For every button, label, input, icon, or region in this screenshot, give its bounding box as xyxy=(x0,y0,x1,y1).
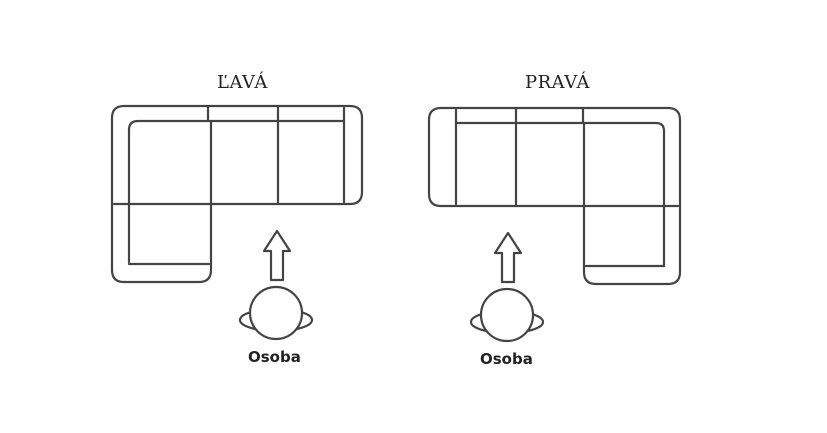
right-person-head xyxy=(479,287,535,343)
right-sofa-outline xyxy=(427,106,682,286)
right-person-label: Osoba xyxy=(480,350,533,368)
left-corner-sofa xyxy=(110,104,364,284)
left-person-head xyxy=(248,285,304,341)
right-variant-title: PRAVÁ xyxy=(525,72,591,93)
right-sofa-backrest-line xyxy=(454,121,666,268)
right-person-icon xyxy=(469,287,545,343)
right-arrow-icon xyxy=(493,231,523,284)
left-variant-title: ĽAVÁ xyxy=(217,72,268,93)
left-person-icon xyxy=(238,285,314,341)
right-corner-sofa xyxy=(427,106,682,286)
left-sofa-outline xyxy=(110,104,364,284)
left-person-label: Osoba xyxy=(248,348,301,366)
left-arrow-icon xyxy=(262,229,292,282)
left-sofa-backrest-line xyxy=(127,119,346,264)
